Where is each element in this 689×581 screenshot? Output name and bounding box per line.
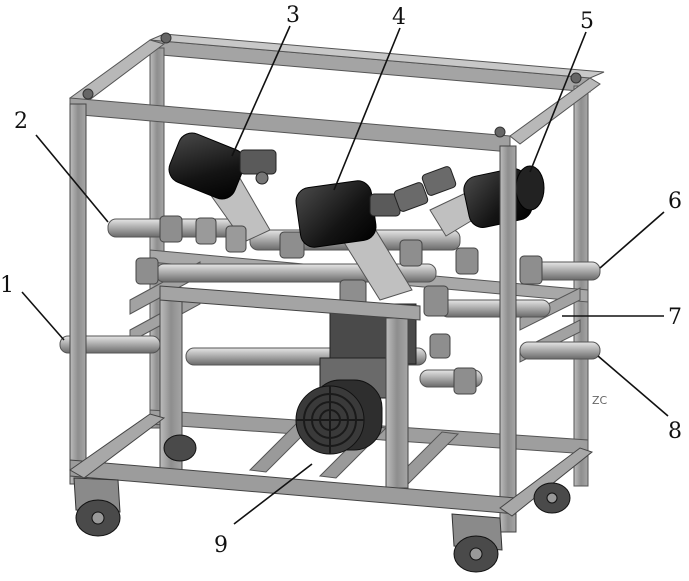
callout-1: 1 [0,273,14,298]
caster-wheels [73,434,571,573]
wheel-front-right [451,513,503,573]
wheel-back-right [533,482,571,514]
callout-4: 4 [392,5,406,30]
callout-7: 7 [668,305,682,330]
callout-9: 9 [214,533,228,558]
callout-labels: 1 2 3 4 5 6 7 8 9 [0,3,682,558]
callout-5: 5 [580,9,594,34]
wheel-front-left [73,477,121,537]
frame-front [69,103,594,533]
axis-mark: ZC [592,394,608,407]
callout-6: 6 [668,189,682,214]
callout-3: 3 [286,3,300,28]
callout-8: 8 [668,419,682,444]
leader-lines [21,25,669,525]
wheel-back-left [163,434,197,462]
valve-4 [295,166,457,248]
callout-2: 2 [14,109,28,134]
valve-3 [168,132,277,200]
